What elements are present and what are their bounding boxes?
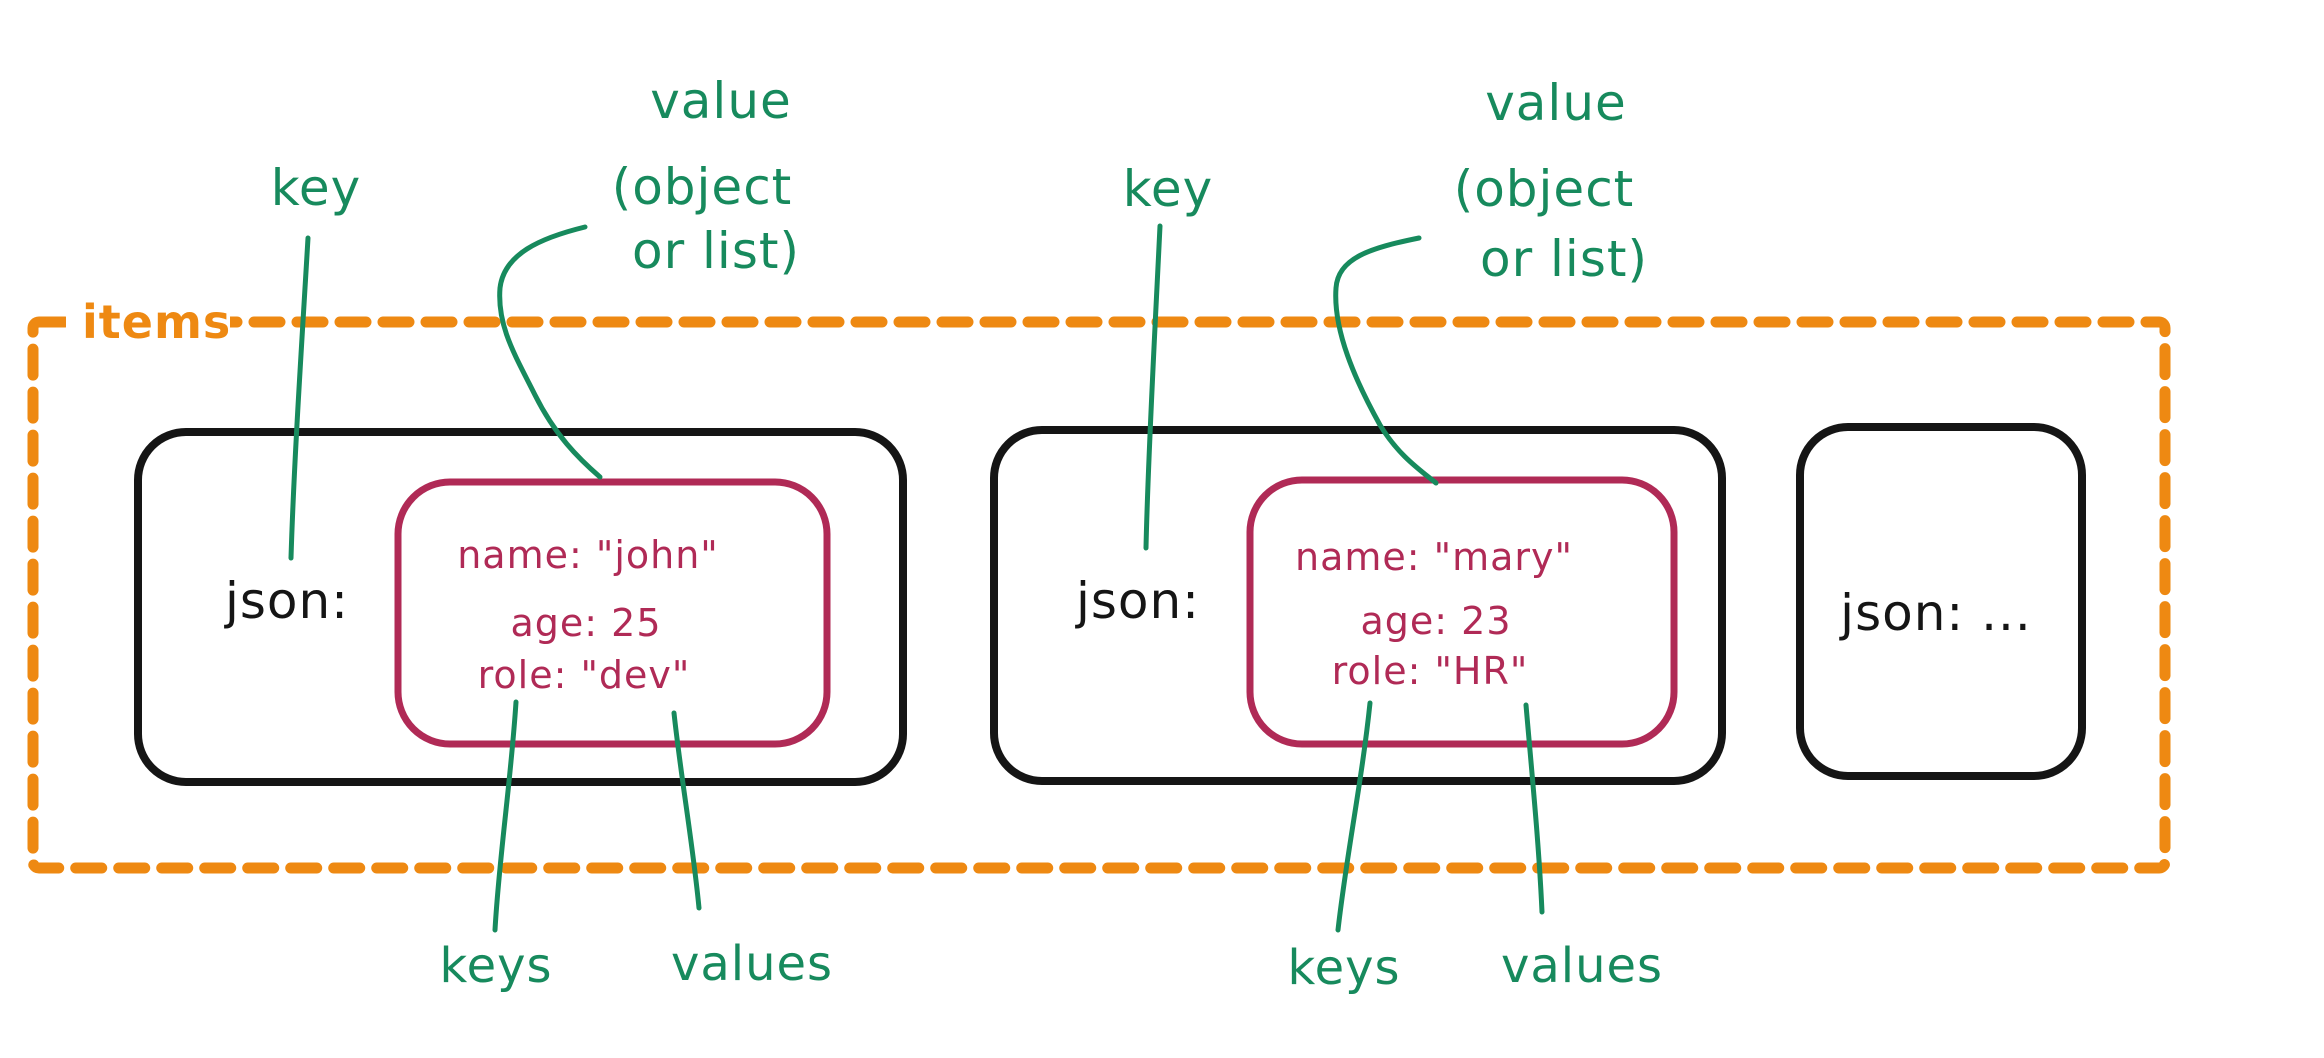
item-card-2-object-border <box>1246 476 1678 748</box>
value-connector-1 <box>497 224 603 480</box>
item-card-1-object-border <box>394 478 831 748</box>
item-card-1-field-role: role: "dev" <box>478 653 691 697</box>
values-label-1: values <box>671 936 833 992</box>
item-card-2-field-name: name: "mary" <box>1295 535 1573 579</box>
annotation-group-1: key value (object or list) keys values <box>271 72 833 994</box>
item-card-1-field-name: name: "john" <box>457 533 719 577</box>
keys-label-1: keys <box>439 938 552 994</box>
values-label-2: values <box>1501 938 1663 994</box>
item-card-3: json: ... <box>1796 423 2086 780</box>
item-card-1-border <box>134 428 907 786</box>
keys-label-2: keys <box>1287 940 1400 996</box>
items-label: items <box>82 295 231 349</box>
values-connector-1 <box>671 710 702 911</box>
value-label-2-line3: or list) <box>1480 230 1648 288</box>
item-card-1-key: json: <box>224 572 349 630</box>
value-label-2-line2: (object <box>1454 160 1635 218</box>
items-dashed-container <box>27 316 2171 874</box>
values-connector-2 <box>1523 702 1545 915</box>
value-label-1-line1: value <box>650 72 792 130</box>
keys-connector-2 <box>1335 700 1373 933</box>
annotation-group-2: key value (object or list) keys values <box>1123 74 1663 996</box>
key-label-1: key <box>271 159 362 217</box>
key-connector-1 <box>288 235 311 561</box>
item-card-3-border <box>1796 423 2086 780</box>
item-card-1-field-age: age: 25 <box>510 601 661 645</box>
item-card-2-field-age: age: 23 <box>1360 599 1511 643</box>
item-card-2: json: name: "mary" age: 23 role: "HR" <box>990 426 1726 785</box>
keys-connector-1 <box>492 699 519 933</box>
items-label-backdrop <box>66 298 230 348</box>
value-label-2-line1: value <box>1485 74 1627 132</box>
key-label-2: key <box>1123 160 1214 218</box>
item-card-1: json: name: "john" age: 25 role: "dev" <box>134 428 907 786</box>
value-connector-2 <box>1333 235 1439 486</box>
key-connector-2 <box>1143 223 1163 551</box>
value-label-1-line2: (object <box>612 158 793 216</box>
item-card-3-key: json: ... <box>1839 584 2032 642</box>
item-card-2-key: json: <box>1075 572 1200 630</box>
value-label-1-line3: or list) <box>632 222 800 280</box>
item-card-2-field-role: role: "HR" <box>1332 649 1529 693</box>
